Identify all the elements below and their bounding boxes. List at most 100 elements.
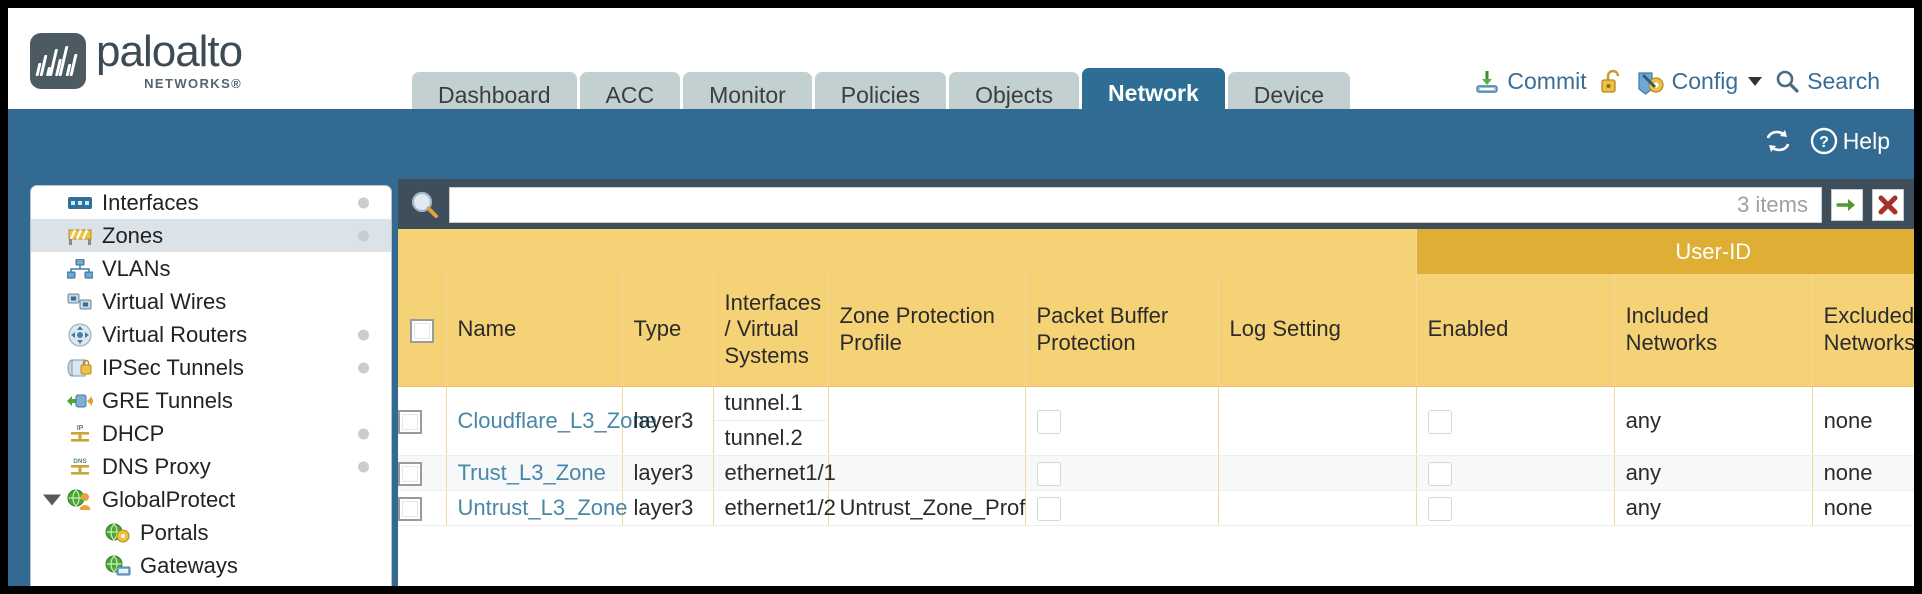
search-input-wrapper[interactable]: 3 items (449, 186, 1822, 223)
sidebar-item-label: Virtual Routers (102, 321, 248, 347)
search-button[interactable]: Search (1775, 68, 1880, 95)
col-header-userid-enabled[interactable]: Enabled (1416, 274, 1615, 387)
clear-filter-button[interactable] (1872, 188, 1904, 221)
col-header-name[interactable]: Name (446, 274, 623, 387)
globalprotect-icon (67, 489, 93, 511)
row-checkbox-cell[interactable] (398, 455, 447, 491)
row-checkbox[interactable] (398, 461, 422, 486)
cell-userid-enabled[interactable] (1416, 455, 1615, 491)
zone-name-link[interactable]: Trust_L3_Zone (457, 459, 606, 485)
brand-logo: paloalto NETWORKS® (30, 30, 243, 91)
paloalto-logo-icon (30, 32, 86, 89)
cell-log-setting (1218, 386, 1417, 456)
cell-name[interactable]: Trust_L3_Zone (446, 455, 623, 491)
select-all-checkbox-cell[interactable] (398, 274, 447, 387)
userid-enabled-checkbox[interactable] (1427, 461, 1452, 486)
sidebar-item-ipsec-tunnels[interactable]: IPSec Tunnels (31, 351, 391, 384)
group-header-userid: User-ID (1416, 229, 1914, 274)
search-magnifier-icon (1775, 69, 1800, 94)
col-header-zone-protection-profile[interactable]: Zone Protection Profile (828, 274, 1026, 387)
svg-text:IP: IP (77, 425, 84, 432)
row-checkbox-cell[interactable] (398, 490, 447, 526)
packet-buffer-protection-checkbox[interactable] (1036, 461, 1061, 486)
sidebar-item-dns-proxy[interactable]: DNS DNS Proxy (31, 450, 391, 483)
cell-log-setting (1218, 455, 1417, 491)
row-checkbox[interactable] (398, 496, 422, 521)
sidebar-item-status-dot (358, 461, 369, 472)
cell-included-networks: any (1614, 455, 1813, 491)
cell-packet-buffer-protection[interactable] (1025, 386, 1219, 456)
search-magnifier-icon (410, 190, 440, 220)
cell-packet-buffer-protection[interactable] (1025, 455, 1219, 491)
col-header-interfaces[interactable]: Interfaces / Virtual Systems (713, 274, 829, 387)
cell-userid-enabled[interactable] (1416, 386, 1615, 456)
cell-name[interactable]: Cloudflare_L3_Zone (446, 386, 657, 456)
col-header-log-setting[interactable]: Log Setting (1218, 274, 1417, 387)
sidebar-item-zones[interactable]: Zones (31, 219, 391, 252)
select-all-checkbox[interactable] (409, 318, 434, 343)
sidebar-item-vlans[interactable]: VLANs (31, 252, 391, 285)
sidebar-item-label: DNS Proxy (102, 453, 211, 479)
zone-name-link[interactable]: Untrust_L3_Zone (457, 494, 628, 520)
col-header-type[interactable]: Type (622, 274, 714, 387)
packet-buffer-protection-checkbox[interactable] (1036, 409, 1061, 434)
cell-packet-buffer-protection[interactable] (1025, 490, 1219, 526)
help-button[interactable]: ? Help (1810, 127, 1890, 155)
filter-bar: 3 items (398, 179, 1914, 229)
sidebar-item-gre-tunnels[interactable]: GRE Tunnels (31, 384, 391, 417)
cell-zone-protection-profile: Untrust_Zone_Prof (828, 490, 1026, 526)
commit-button[interactable]: Commit (1474, 68, 1587, 95)
col-header-included-networks[interactable]: Included Networks (1614, 274, 1813, 387)
cell-name[interactable]: Untrust_L3_Zone (446, 490, 628, 526)
cell-zone-protection-profile (828, 386, 1026, 456)
sidebar-item-virtual-routers[interactable]: Virtual Routers (31, 318, 391, 351)
col-header-packet-buffer-protection[interactable]: Packet Buffer Protection (1025, 274, 1219, 387)
chevron-down-icon (1748, 77, 1763, 86)
apply-filter-button[interactable] (1831, 188, 1863, 221)
sidebar-item-globalprotect[interactable]: GlobalProtect (31, 483, 391, 516)
sidebar-item-portals[interactable]: Portals (31, 516, 391, 549)
cell-excluded-networks: none (1812, 490, 1914, 526)
lock-button[interactable] (1600, 69, 1624, 95)
cell-interfaces: ethernet1/2 (713, 490, 836, 526)
sidebar-item-label: Interfaces (102, 189, 199, 215)
dns-proxy-icon: DNS (67, 456, 93, 478)
portals-icon (105, 522, 131, 544)
cell-userid-enabled[interactable] (1416, 490, 1615, 526)
sidebar-item-status-dot (358, 197, 369, 208)
cell-excluded-networks: none (1812, 386, 1914, 456)
userid-enabled-checkbox[interactable] (1427, 409, 1452, 434)
expand-collapse-triangle-icon[interactable] (43, 494, 61, 505)
sidebar-item-interfaces[interactable]: Interfaces (31, 186, 391, 219)
cell-included-networks: any (1614, 490, 1813, 526)
refresh-icon[interactable] (1763, 128, 1793, 154)
config-menu[interactable]: Config (1637, 68, 1763, 95)
sidebar-item-virtual-wires[interactable]: Virtual Wires (31, 285, 391, 318)
sidebar-item-label: Zones (102, 222, 164, 248)
zone-name-link[interactable]: Cloudflare_L3_Zone (457, 407, 657, 433)
userid-enabled-checkbox[interactable] (1427, 496, 1452, 521)
config-label: Config (1671, 68, 1739, 94)
group-header-spacer (398, 229, 1417, 274)
cell-interfaces: ethernet1/1 (713, 455, 836, 491)
col-header-excluded-networks[interactable]: Excluded Networks (1812, 274, 1914, 387)
interface-entry: tunnel.2 (724, 424, 803, 450)
sidebar-item-gateways[interactable]: Gateways (31, 549, 391, 582)
commit-label: Commit (1507, 68, 1587, 94)
svg-text:?: ? (1819, 134, 1829, 151)
svg-text:DNS: DNS (73, 458, 87, 465)
gre-tunnels-icon (67, 390, 93, 412)
sidebar-item-label: Gateways (140, 552, 238, 578)
row-checkbox-cell[interactable] (398, 386, 447, 456)
sidebar-item-label: IPSec Tunnels (102, 354, 244, 380)
row-checkbox[interactable] (398, 409, 422, 434)
packet-buffer-protection-checkbox[interactable] (1036, 496, 1061, 521)
